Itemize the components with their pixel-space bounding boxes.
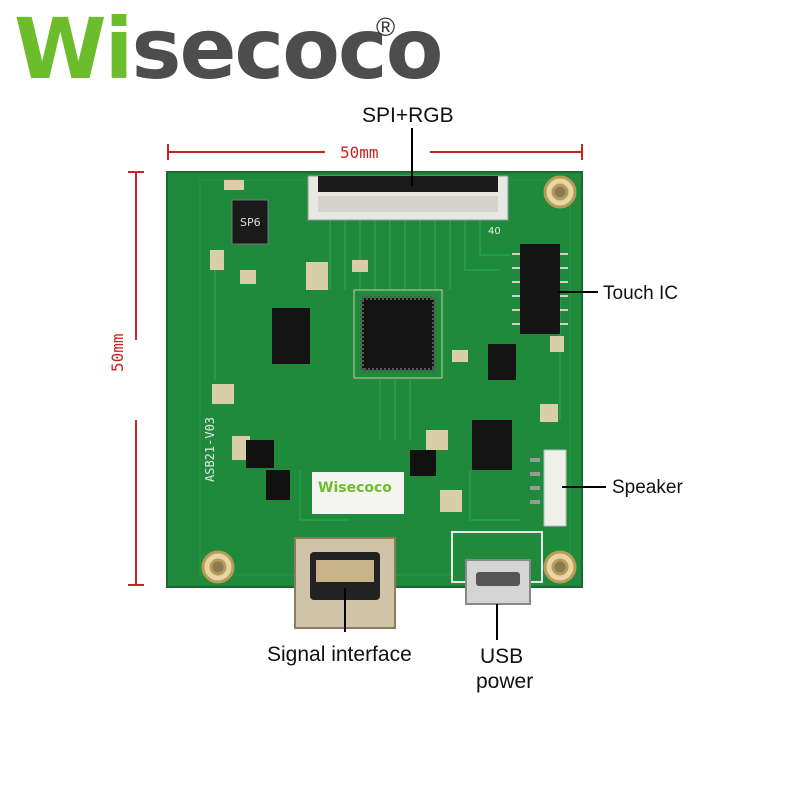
label-signal-interface: Signal interface [267, 643, 412, 666]
label-speaker: Speaker [612, 477, 683, 498]
height-dimension-line [128, 171, 144, 586]
mounting-holes [201, 175, 577, 584]
label-spi-rgb: SPI+RGB [362, 104, 454, 127]
width-dimension-line [167, 144, 583, 160]
sticker-logo: Wisecoco [318, 480, 392, 496]
label-touch-ic: Touch IC [603, 283, 678, 304]
micro-usb-port [451, 531, 543, 605]
brand-sticker [312, 472, 404, 514]
fpc-connector [307, 175, 509, 221]
brand-logo-wordmark: Wisecoco [14, 0, 443, 98]
main-mcu-chip [360, 296, 436, 372]
brand-logo: Wisecoco ® [14, 4, 443, 94]
label-usb: USB [480, 645, 524, 668]
registered-mark: ® [376, 12, 396, 42]
width-dimension-label: 50mm [340, 143, 379, 162]
height-dimension-label: 50mm [108, 333, 127, 372]
inductor [231, 199, 269, 245]
label-power: power [476, 670, 534, 693]
connector-pin-label: 40 [488, 226, 501, 237]
speaker-connector [530, 449, 567, 527]
board-id-label: ASB21-V03 [203, 417, 217, 482]
touch-ic-chip [520, 244, 560, 334]
chip-mark: SP6 [240, 216, 261, 229]
